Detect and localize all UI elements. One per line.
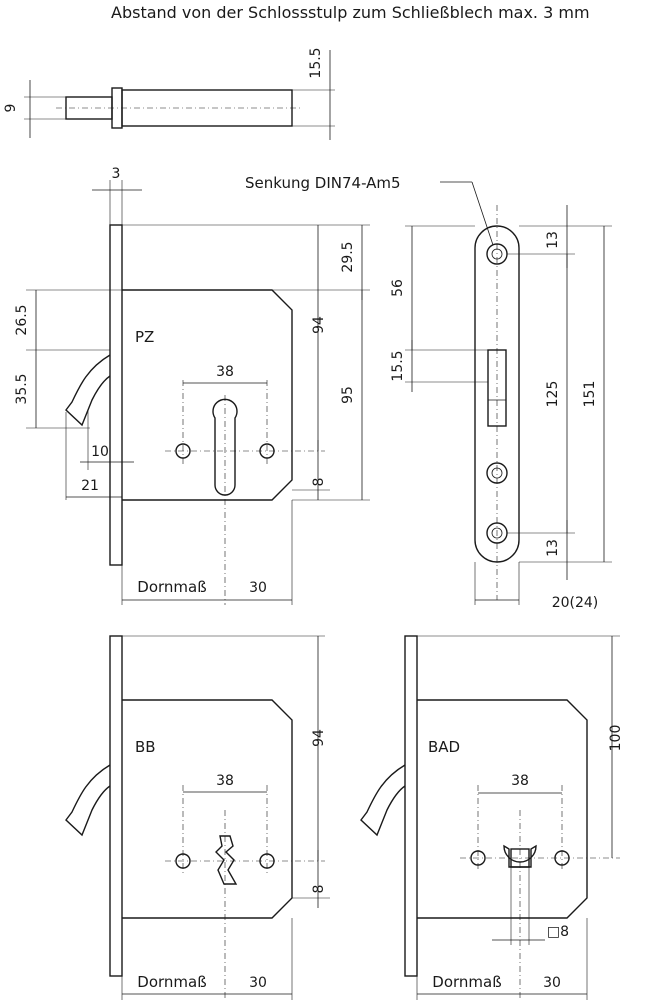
bb-dim-8: 8 xyxy=(311,885,327,894)
bad-lock-view: BAD 38 100 □8 Dornmaß 30 xyxy=(360,635,624,1000)
bb-label: BB xyxy=(135,738,156,756)
faceplate-dim-width: 20(24) xyxy=(552,595,599,611)
pz-bolt-hook xyxy=(65,354,111,427)
pz-dim-8: 8 xyxy=(311,478,327,487)
faceplate-screw-middle xyxy=(486,462,508,484)
pz-dim-30: 30 xyxy=(249,580,267,596)
pz-label: PZ xyxy=(135,328,154,346)
faceplate-view: Senkung DIN74-Am5 56 15.5 13 125 13 151 … xyxy=(245,174,612,611)
pz-dim-a: 26.5 xyxy=(14,304,30,335)
faceplate-dim-13-top: 13 xyxy=(545,231,561,249)
bb-bolt-hook xyxy=(65,764,111,837)
bad-dim-30: 30 xyxy=(543,975,561,991)
faceplate-dim-13-bottom: 13 xyxy=(545,539,561,557)
faceplate-bolt-slot xyxy=(487,349,507,427)
pz-dim-95: 95 xyxy=(340,386,356,404)
bb-keyhole xyxy=(215,835,238,885)
bad-dim-100: 100 xyxy=(608,725,624,752)
pz-dornmass-label: Dornmaß xyxy=(137,578,206,596)
bad-spindle-hub xyxy=(503,844,537,868)
pz-cylinder-cutout xyxy=(212,398,238,496)
bb-dornmass-label: Dornmaß xyxy=(137,973,206,991)
pz-dim-b: 35.5 xyxy=(14,373,30,404)
faceplate-dim-15-5: 15.5 xyxy=(390,350,406,381)
bb-dim-38: 38 xyxy=(216,773,234,789)
pz-dim-21: 21 xyxy=(81,478,99,494)
pz-dim-top: 29.5 xyxy=(340,241,356,272)
countersink-label: Senkung DIN74-Am5 xyxy=(245,174,401,192)
faceplate-dim-151: 151 xyxy=(582,381,598,408)
pz-dim-faceplate: 3 xyxy=(112,166,121,182)
bad-dim-square: □8 xyxy=(547,924,569,940)
pz-lock-view: PZ 38 3 29.5 95 94 8 26.5 xyxy=(14,166,370,605)
bb-dim-30: 30 xyxy=(249,975,267,991)
bb-lock-view: BB 38 94 8 Dornmaß 30 xyxy=(65,635,330,1000)
distance-note: Abstand von der Schlossstulp zum Schließ… xyxy=(111,3,590,22)
dim-pin-height: 15.5 xyxy=(308,47,324,78)
bad-label: BAD xyxy=(428,738,460,756)
bad-dim-38: 38 xyxy=(511,773,529,789)
pz-dim-38: 38 xyxy=(216,364,234,380)
faceplate-dim-56: 56 xyxy=(390,279,406,297)
pz-dim-94: 94 xyxy=(311,316,327,334)
bad-bolt-hook xyxy=(360,764,406,837)
bad-dornmass-label: Dornmaß xyxy=(432,973,501,991)
dim-pin-diameter: 9 xyxy=(3,104,19,113)
pz-dim-10: 10 xyxy=(91,444,109,460)
bb-dim-94: 94 xyxy=(311,729,327,747)
strike-pin-view: 9 15.5 xyxy=(3,47,335,140)
faceplate-dim-125: 125 xyxy=(545,381,561,408)
